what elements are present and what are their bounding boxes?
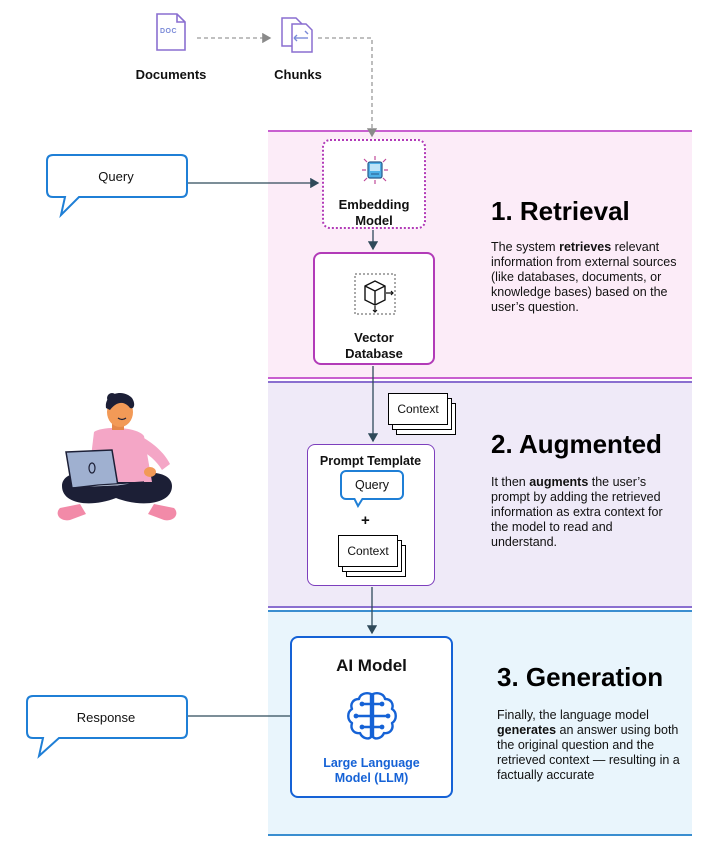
context-stack-top-label: Context — [388, 393, 448, 425]
ai-model-box: AI Model Large Language Model (LLM) — [290, 636, 453, 798]
vector-label-line1: Vector — [354, 330, 394, 345]
embedding-label-line2: Model — [355, 213, 393, 228]
prompt-template-title: Prompt Template — [319, 454, 422, 468]
generation-description: Finally, the language model generates an… — [497, 708, 680, 782]
retrieval-title: 1. Retrieval — [491, 196, 630, 226]
prompt-plus: + — [361, 512, 370, 529]
embedding-icon — [361, 155, 389, 190]
chunks-icon — [278, 12, 318, 61]
retrieval-description: The system retrieves relevant informatio… — [491, 240, 677, 314]
embedding-model-box: Embedding Model — [322, 139, 426, 229]
context-stack-prompt-label: Context — [338, 535, 398, 567]
embedding-label-line1: Embedding — [338, 197, 410, 212]
vector-database-box: Vector Database — [313, 252, 435, 365]
prompt-query-label: Query — [354, 478, 390, 492]
ai-model-title: AI Model — [336, 656, 407, 675]
context-stack-top: Context — [388, 393, 460, 437]
ai-model-subtitle-line2: Model (LLM) — [334, 771, 409, 785]
ai-model-subtitle-line1: Large Language — [323, 756, 420, 770]
brain-circuit-icon — [344, 690, 400, 747]
embedding-label: Embedding Model — [324, 197, 424, 229]
response-bubble-label: Response — [76, 710, 136, 725]
prompt-query-tail — [354, 498, 364, 508]
augmented-title: 2. Augmented — [491, 429, 662, 459]
vector-label: Vector Database — [315, 330, 433, 362]
documents-label: Documents — [135, 67, 207, 82]
context-stack-prompt: Context — [338, 535, 410, 579]
response-bubble: Response — [25, 694, 191, 760]
generation-title: 3. Generation — [497, 662, 664, 692]
vector-label-line2: Database — [345, 346, 403, 361]
doc-icon — [155, 12, 187, 57]
prompt-query-box: Query — [340, 470, 404, 500]
doc-icon-text: DOC — [160, 28, 178, 35]
chunks-to-embedding-arrow — [318, 37, 378, 138]
query-bubble: Query — [45, 153, 191, 219]
person-laptop-illustration — [52, 390, 182, 535]
cube-icon — [353, 272, 397, 321]
chunks-label: Chunks — [274, 67, 322, 82]
ai-model-subtitle: Large Language Model (LLM) — [292, 756, 451, 786]
augmented-description: It then augments the user’s prompt by ad… — [491, 475, 663, 549]
query-bubble-label: Query — [98, 169, 134, 184]
